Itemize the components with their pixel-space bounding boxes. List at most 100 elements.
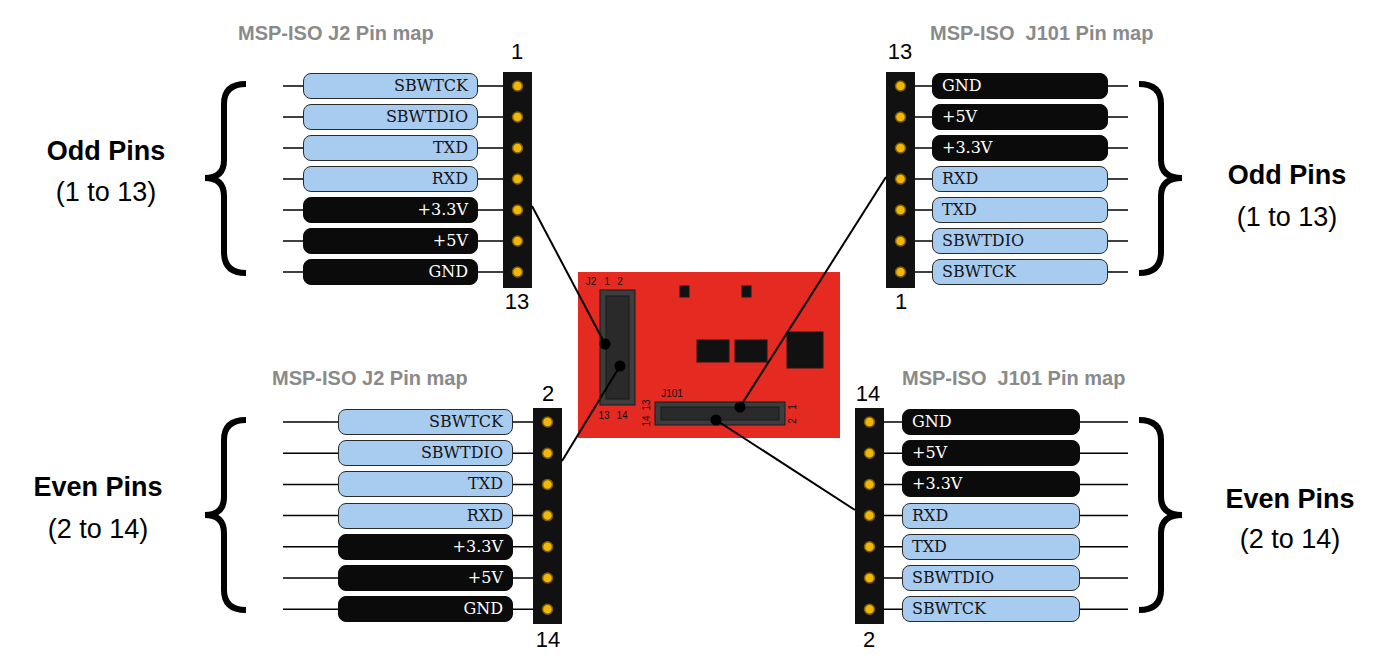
pin-label: SBWTDIO [303, 104, 478, 130]
header-pin [896, 112, 906, 122]
pin-name: RXD [912, 508, 948, 524]
pin-label: SBWTCK [932, 259, 1108, 285]
smd-part [680, 286, 689, 297]
pin-label: SBWTDIO [338, 440, 513, 466]
header-pin [896, 236, 906, 246]
silkscreen-label: 14 [642, 415, 652, 426]
pin-label: GND [932, 73, 1108, 99]
pin-label: +5V [303, 228, 478, 254]
leader-dot [735, 402, 746, 413]
pin-name: SBWTCK [429, 414, 503, 430]
pin-header [886, 72, 915, 288]
leader-line [716, 420, 855, 510]
pin-number: 2 [863, 627, 875, 652]
curly-brace [1139, 84, 1182, 273]
pin-name: +3.3V [942, 140, 992, 156]
pin-label: SBWTDIO [902, 565, 1080, 591]
pin-label: RXD [902, 503, 1080, 529]
silkscreen-label: 2 [788, 418, 798, 424]
pin-label: TXD [902, 534, 1080, 560]
connector-title: MSP-ISO J101 Pin map [930, 22, 1153, 45]
silkscreen-label: J101 [661, 389, 683, 399]
silkscreen-label: 14 [616, 411, 627, 421]
pin-label: +3.3V [303, 197, 478, 223]
pin-name: GND [942, 78, 982, 94]
header-pin [543, 479, 553, 489]
connector-title: MSP-ISO J101 Pin map [902, 367, 1125, 390]
pin-name: SBWTCK [912, 601, 986, 617]
header-pin [896, 267, 906, 277]
header-pin [865, 417, 875, 427]
silkscreen-label: 1 [604, 277, 610, 287]
chip [787, 332, 823, 368]
pin-name: SBWTCK [942, 264, 1016, 280]
header-pin [865, 479, 875, 489]
pin-label: SBWTDIO [932, 228, 1108, 254]
leader-dot [615, 361, 626, 372]
pin-label: TXD [303, 135, 478, 161]
pin-label: +3.3V [338, 534, 513, 560]
pin-name: +3.3V [912, 476, 962, 492]
pin-label: GND [303, 259, 478, 285]
pin-label: SBWTCK [303, 73, 478, 99]
leader-line [740, 177, 886, 407]
pin-label: +3.3V [902, 471, 1080, 497]
pin-range-label: (2 to 14) [1240, 524, 1341, 555]
header-pin [513, 81, 523, 91]
pin-label: SBWTCK [338, 409, 513, 435]
header-pin [865, 511, 875, 521]
pin-name: +3.3V [453, 539, 503, 555]
header-pin [865, 604, 875, 614]
curly-brace [205, 420, 246, 610]
pin-number: 2 [542, 381, 554, 406]
header-pin [865, 573, 875, 583]
header-pin [543, 417, 553, 427]
header-pin [513, 174, 523, 184]
pin-range-label: (1 to 13) [1237, 202, 1338, 233]
pin-number: 13 [888, 39, 912, 64]
connector-j2 [600, 290, 635, 405]
pin-header [533, 408, 562, 624]
pin-label: +5V [932, 104, 1108, 130]
header-pin [513, 267, 523, 277]
smd-part [742, 286, 751, 297]
curly-brace [205, 84, 246, 273]
pin-label: GND [338, 596, 513, 622]
pin-group-label: Even Pins [33, 472, 162, 503]
connector-title: MSP-ISO J2 Pin map [272, 367, 468, 390]
pin-name: RXD [467, 508, 503, 524]
pin-number: 13 [505, 289, 529, 314]
leader-dot [711, 415, 722, 426]
pin-label: TXD [932, 197, 1108, 223]
pin-name: SBWTDIO [912, 570, 994, 586]
pin-name: TXD [912, 539, 947, 555]
pin-number: 14 [856, 381, 880, 406]
pin-label: SBWTCK [902, 596, 1080, 622]
header-pin [543, 573, 553, 583]
pin-header [855, 408, 884, 624]
chip [735, 340, 767, 362]
connector-j101 [655, 402, 785, 425]
circuit-board: J2121314J101141321 [578, 272, 840, 438]
header-pin [865, 448, 875, 458]
pin-name: GND [912, 414, 952, 430]
header-pin [896, 174, 906, 184]
pin-name: GND [463, 601, 503, 617]
pin-name: GND [428, 264, 468, 280]
silkscreen-label: J2 [586, 277, 597, 287]
pin-name: RXD [942, 171, 978, 187]
pin-name: TXD [468, 476, 503, 492]
silkscreen-label: 13 [598, 411, 609, 421]
header-pin [513, 205, 523, 215]
pin-name: SBWTDIO [421, 445, 503, 461]
pin-name: TXD [942, 202, 977, 218]
pin-name: TXD [433, 140, 468, 156]
header-pin [513, 236, 523, 246]
pin-range-label: (1 to 13) [56, 177, 157, 208]
pin-label: +5V [902, 440, 1080, 466]
header-pin [543, 448, 553, 458]
silkscreen-label: 2 [617, 277, 623, 287]
header-pin [543, 542, 553, 552]
pin-label: +5V [338, 565, 513, 591]
